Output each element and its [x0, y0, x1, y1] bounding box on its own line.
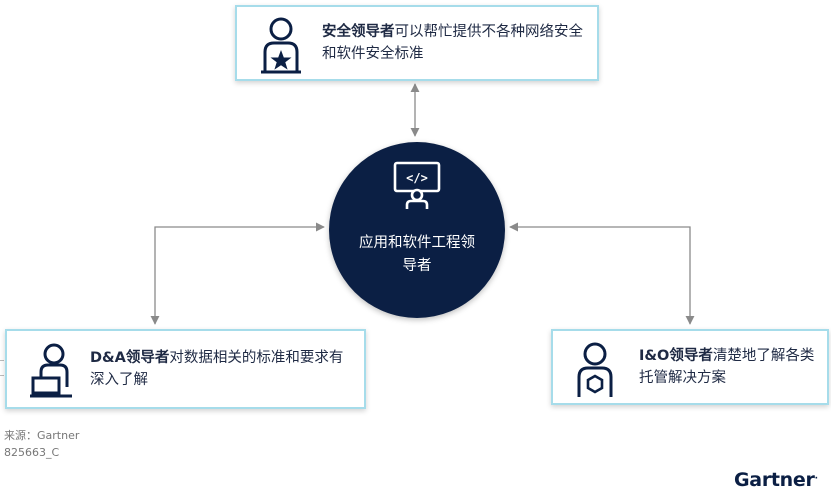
- gartner-logo: Gartner.: [734, 469, 818, 491]
- infrastructure-operations-leader-text: I&O领导者清楚地了解各类托管解决方案: [639, 345, 825, 389]
- data-analytics-leader-title: D&A领导者: [90, 350, 170, 366]
- source-note: 来源：Gartner: [4, 429, 80, 442]
- gartner-logo-dot: .: [814, 471, 818, 482]
- svg-text:</>: </>: [406, 171, 428, 185]
- infrastructure-operations-leader-title: I&O领导者: [639, 348, 713, 364]
- security-leader-icon: [261, 17, 301, 74]
- data-analytics-leader-icon: [30, 343, 72, 398]
- gartner-logo-text: Gartner: [734, 469, 815, 491]
- edge-tick: [0, 375, 4, 376]
- security-leader-text: 安全领导者可以帮忙提供不各种网络安全和软件安全标准: [322, 21, 594, 65]
- infrastructure-operations-leader-description: 清楚地了解各类托管解决方案: [639, 348, 815, 386]
- connector-left: [150, 222, 325, 325]
- security-leader-description: 可以帮忙提供不各种网络安全和软件安全标准: [322, 24, 583, 62]
- software-engineer-icon: </>: [393, 161, 441, 209]
- edge-tick: [0, 360, 4, 361]
- infrastructure-operations-leader-card: I&O领导者清楚地了解各类托管解决方案: [551, 329, 829, 405]
- connector-right: [509, 222, 695, 325]
- data-analytics-leader-description: 对数据相关的标准和要求有深入了解: [90, 350, 344, 388]
- app-software-engineering-leader-node: </> 应用和软件工程领导者: [329, 142, 505, 318]
- data-analytics-leader-card: D&A领导者对数据相关的标准和要求有深入了解: [5, 329, 366, 409]
- security-leader-title: 安全领导者: [322, 24, 395, 40]
- security-leader-card: 安全领导者可以帮忙提供不各种网络安全和软件安全标准: [235, 5, 599, 81]
- infrastructure-operations-leader-icon: [577, 342, 613, 397]
- document-code: 825663_C: [4, 446, 60, 459]
- center-node-label: 应用和软件工程领导者: [359, 235, 475, 274]
- data-analytics-leader-text: D&A领导者对数据相关的标准和要求有深入了解: [90, 347, 355, 391]
